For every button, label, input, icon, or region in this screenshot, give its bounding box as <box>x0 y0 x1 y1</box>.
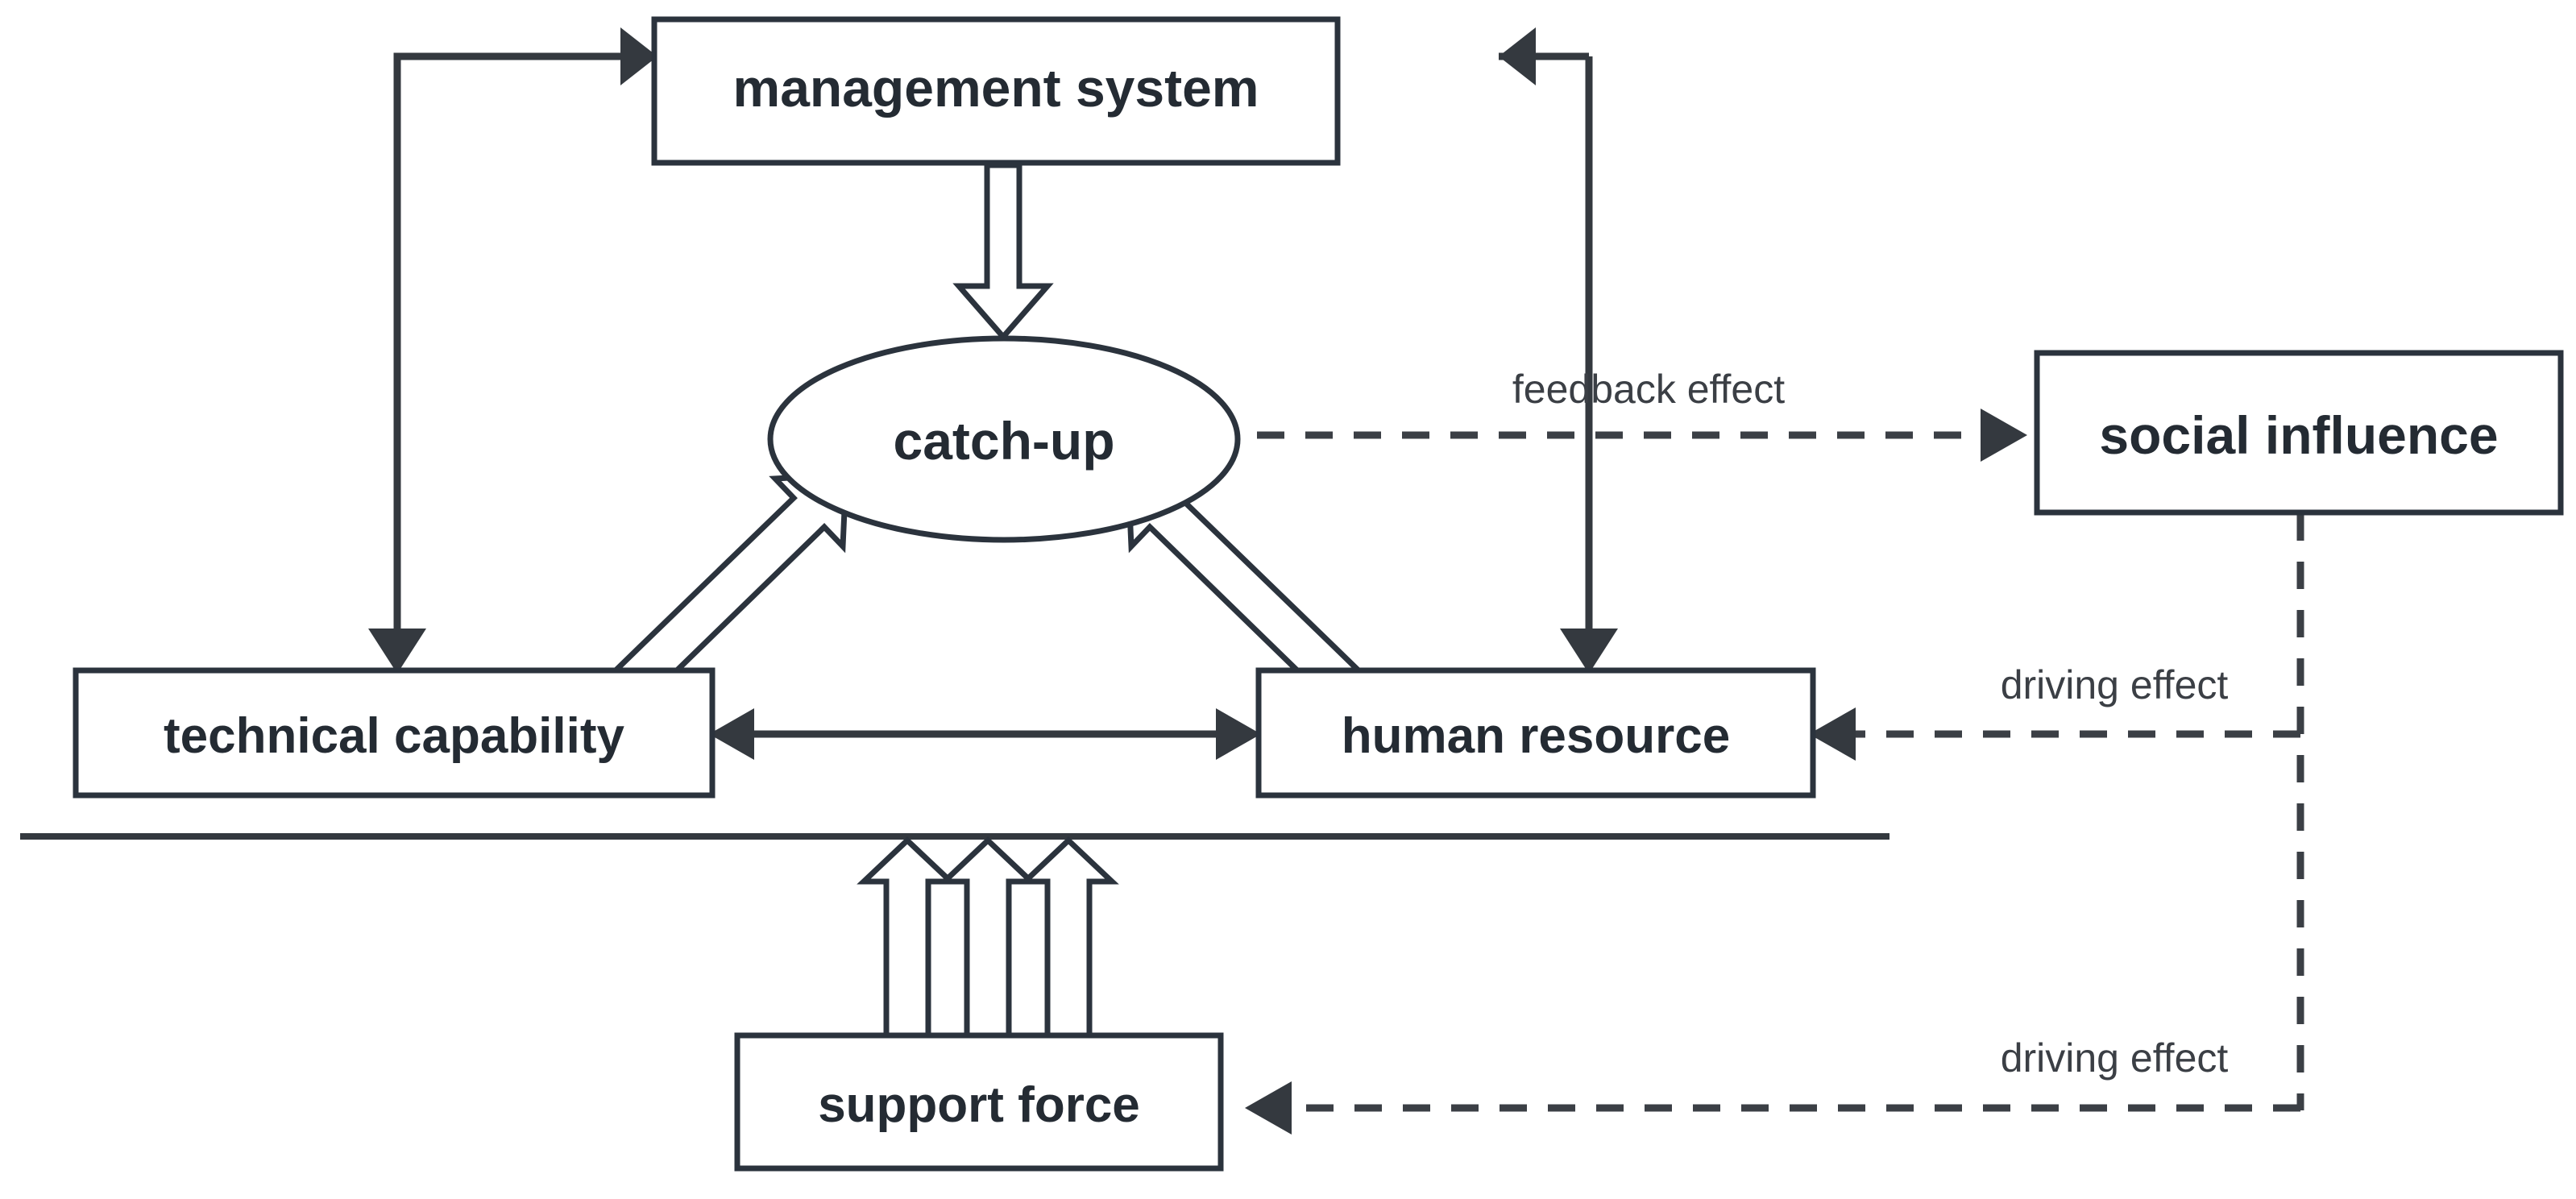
edge-technical-capability-to-catch-up <box>607 471 849 675</box>
technical-capability-label: technical capability <box>164 708 625 764</box>
edge-label-feedback-effect: feedback effect <box>1512 367 1785 412</box>
node-social-influence[interactable]: social influence <box>2034 350 2564 516</box>
edge-label-driving-effect-support-force: driving effect <box>2001 1035 2229 1081</box>
node-technical-capability[interactable]: technical capability <box>73 667 716 799</box>
edge-support-force-upward <box>857 836 1119 1039</box>
edge-technical-capability-human-resource <box>709 708 1261 760</box>
edge-catch-up-to-social-influence <box>1209 409 2027 462</box>
node-human-resource[interactable]: human resource <box>1255 667 1816 799</box>
edge-social-influence-to-human-resource <box>1809 707 2300 761</box>
edge-technical-capability-to-management-system <box>393 27 657 682</box>
node-catch-up[interactable]: catch-up <box>767 335 1241 543</box>
edge-management-system-to-catch-up <box>952 162 1054 342</box>
edge-management-system-left-down <box>368 56 426 674</box>
node-support-force[interactable]: support force <box>734 1032 1224 1172</box>
node-management-system[interactable]: management system <box>651 16 1341 166</box>
human-resource-label: human resource <box>1342 708 1730 764</box>
catch-up-label: catch-up <box>893 411 1114 471</box>
support-force-label: support force <box>818 1077 1140 1133</box>
support-arrow-3 <box>1018 836 1119 1039</box>
edge-label-driving-effect-human-resource: driving effect <box>2001 662 2229 707</box>
social-influence-label: social influence <box>2099 405 2498 465</box>
edge-management-system-to-human-resource <box>1499 27 1618 674</box>
edge-social-influence-to-support-force <box>1245 1081 2300 1135</box>
support-arrow-2 <box>937 836 1039 1039</box>
support-arrow-1 <box>857 836 958 1039</box>
management-system-label: management system <box>733 58 1259 118</box>
